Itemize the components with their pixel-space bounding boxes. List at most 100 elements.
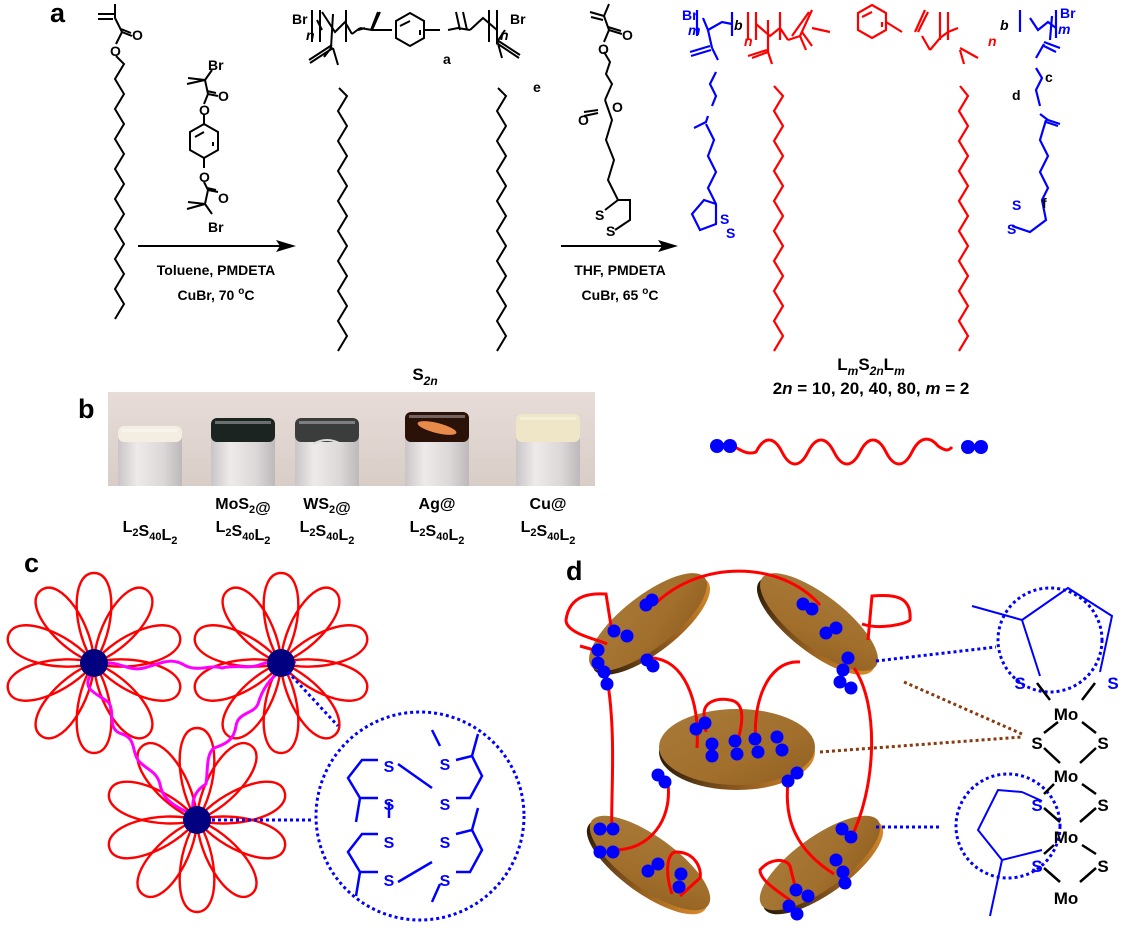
anchor-bead	[651, 857, 665, 871]
initiator-bis-bromoisobutyrate	[186, 69, 219, 215]
anchor-bead	[705, 749, 719, 763]
repeat-m: m	[688, 22, 700, 38]
anchor-bead	[838, 876, 852, 890]
anchor-bead	[607, 624, 621, 638]
atom-s: S	[1031, 734, 1042, 753]
atom-o: O	[218, 88, 229, 104]
corona-loop	[136, 818, 199, 898]
corona-loop	[107, 815, 198, 860]
zoom-leader-lines-c	[212, 670, 340, 822]
vial-label-text: L2S40L2	[521, 519, 576, 547]
atom-o: O	[578, 112, 589, 128]
anchor-bead	[593, 822, 607, 836]
atom-s: S	[440, 797, 451, 814]
vial-contents	[295, 418, 359, 442]
atom-s: S	[1031, 796, 1042, 815]
atom-br: Br	[208, 57, 224, 73]
atom-o: O	[612, 99, 623, 115]
corona-loop	[178, 726, 216, 821]
conditions-1-line2: CuBr, 70 oC	[178, 286, 255, 303]
panel-label-c: c	[24, 548, 39, 578]
anchor-bead	[836, 663, 850, 677]
anchor-bead	[819, 626, 833, 640]
corona-loop	[75, 571, 113, 664]
atom-s: S	[1031, 857, 1042, 876]
dithiolane-rings	[971, 586, 1114, 917]
mos2-lattice	[1036, 682, 1097, 883]
anchor-bead	[833, 675, 847, 689]
corona-loop	[221, 661, 283, 740]
anchor-bead	[835, 822, 849, 836]
vial-label: Cu@ L2S40L2	[521, 496, 576, 547]
anchor-bead	[770, 730, 784, 744]
panel-label-a: a	[50, 0, 66, 28]
atom-o: O	[199, 102, 210, 118]
atom-s: S	[384, 873, 395, 890]
vial	[516, 414, 580, 486]
corona-loop	[178, 819, 216, 914]
anchor-bead	[658, 775, 672, 789]
conditions-2-line1: THF, PMDETA	[574, 262, 666, 278]
anchor-bead	[705, 737, 719, 751]
anchor-bead	[748, 732, 762, 746]
vial-label-text: Cu@	[530, 496, 567, 513]
triblock-right-blue-block	[1011, 10, 1061, 234]
anchor-bead	[782, 899, 796, 913]
corona-loop	[34, 661, 96, 740]
corona-loop	[34, 586, 96, 665]
anchor-bead	[829, 853, 843, 867]
vial-label: Ag@L2S40L2	[410, 496, 465, 547]
repeat-n: n	[500, 27, 509, 43]
proton-label-a: a	[443, 51, 451, 67]
corona-loop	[262, 662, 300, 755]
atom-s: S	[440, 835, 451, 852]
proton-label-f: f	[1042, 195, 1047, 211]
triblock-name: LmS2nLm	[837, 355, 905, 378]
atom-br: Br	[208, 219, 224, 235]
atom-o: O	[218, 190, 229, 206]
atom-s: S	[440, 873, 451, 890]
monomer-stearyl-methacrylate	[98, 4, 133, 320]
vial-label-text: WS2@	[303, 496, 351, 517]
anchor-bead	[775, 743, 789, 757]
anchor-bead	[591, 643, 605, 657]
zoom-leader-lines-d	[819, 645, 1023, 829]
atom-s: S	[606, 223, 615, 239]
atom-s: S	[1007, 221, 1016, 237]
atom-mo: Mo	[1054, 889, 1079, 908]
atom-mo: Mo	[1054, 705, 1079, 724]
corona-loop	[279, 661, 341, 740]
atom-br: Br	[292, 11, 308, 27]
anchor-bead	[805, 602, 819, 616]
vial	[295, 418, 359, 486]
anchor-bead	[645, 593, 659, 607]
atom-s: S	[440, 757, 451, 774]
atom-s: S	[720, 211, 729, 227]
atom-br: Br	[682, 7, 698, 23]
atom-mo: Mo	[1054, 828, 1079, 847]
vial-contents	[118, 426, 182, 442]
corona-loop	[6, 624, 95, 668]
proton-label-c: c	[1045, 69, 1053, 85]
conditions-1-line1: Toluene, PMDETA	[157, 262, 275, 278]
vial-contents	[516, 414, 580, 442]
vial	[118, 426, 182, 486]
corona-loop	[93, 624, 182, 668]
anchor-bead	[597, 665, 611, 679]
vial-label-text: L2S40L2	[123, 519, 178, 547]
proton-label-e: e	[533, 79, 541, 95]
anchor-bead	[844, 681, 858, 695]
atom-s: S	[1012, 197, 1021, 213]
corona-loop	[195, 818, 258, 898]
proton-label-d: d	[1012, 87, 1021, 103]
vial	[405, 412, 469, 486]
corona-loop	[221, 586, 283, 665]
anchor-bead	[829, 621, 843, 635]
block-b: b	[1000, 17, 1009, 33]
anchor-bead	[600, 677, 614, 691]
anchor-bead	[781, 774, 795, 788]
anchor-bead	[728, 734, 742, 748]
corona-loop	[280, 624, 369, 668]
anchor-bead	[790, 907, 804, 921]
flower-micelle	[6, 571, 182, 755]
